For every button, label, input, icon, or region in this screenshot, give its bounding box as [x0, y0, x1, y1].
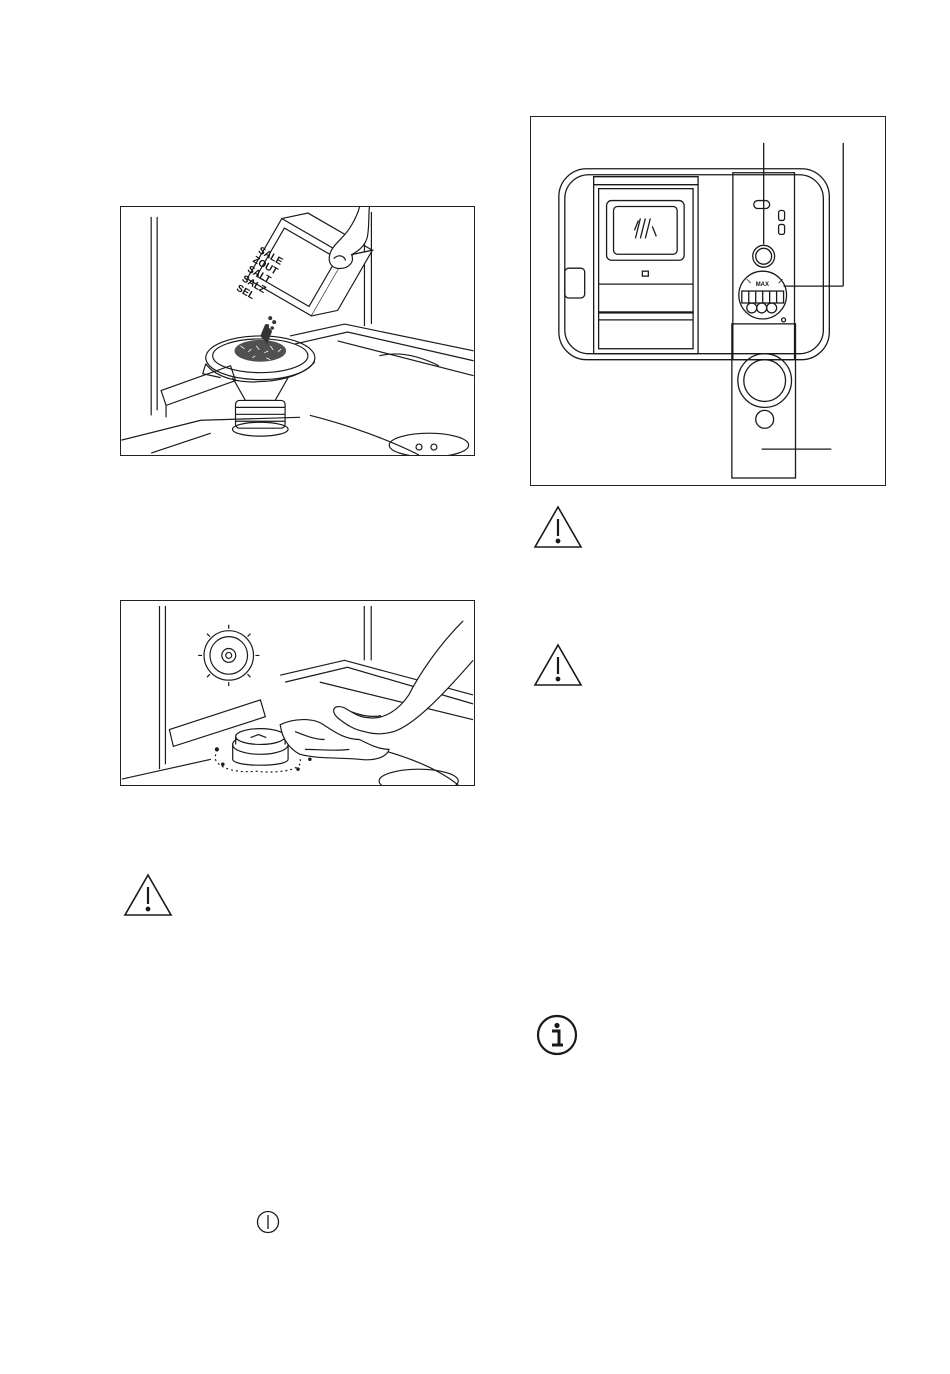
warning-triangle-icon — [533, 643, 583, 687]
dispenser-panel-illustration: MAX — [530, 116, 886, 486]
max-indicator-label: MAX — [756, 282, 769, 288]
info-icon — [535, 1013, 579, 1057]
wipe-salt-illustration — [120, 600, 475, 786]
warning-triangle-icon — [123, 873, 173, 917]
power-icon — [256, 1210, 280, 1234]
warning-triangle-icon — [533, 505, 583, 549]
salt-pour-illustration: SALE ZOUT SALT SALZ SEL — [120, 206, 475, 456]
